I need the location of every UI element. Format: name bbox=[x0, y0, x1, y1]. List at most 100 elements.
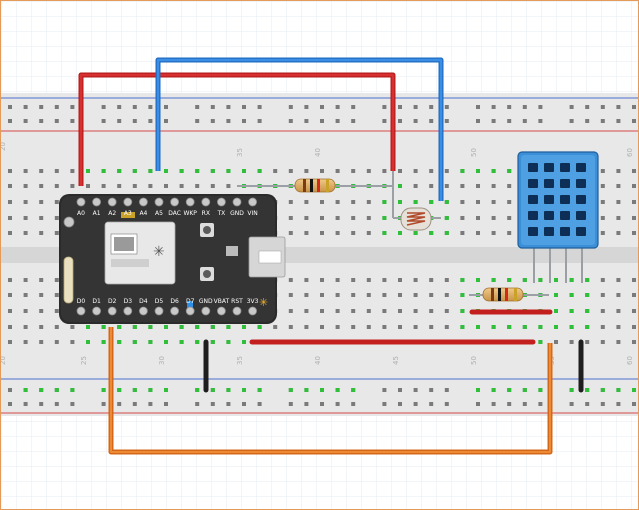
photon-pin-a1[interactable] bbox=[92, 197, 101, 207]
photon-pin-rx[interactable] bbox=[201, 197, 211, 207]
photon-pin-a3[interactable] bbox=[123, 197, 133, 207]
connected-hole bbox=[210, 388, 215, 392]
breadboard-hole bbox=[54, 231, 59, 235]
photon-pin-label: D4 bbox=[139, 298, 148, 305]
breadboard-hole bbox=[39, 231, 44, 235]
photon-pin-d6[interactable] bbox=[170, 306, 180, 316]
rail-hole bbox=[413, 119, 418, 123]
connected-hole bbox=[195, 388, 200, 392]
resistor-2[interactable] bbox=[482, 287, 524, 302]
rail-hole bbox=[23, 105, 28, 109]
dht11-sensor[interactable] bbox=[517, 151, 599, 283]
photon-pin-a4[interactable] bbox=[138, 197, 148, 207]
breadboard-hole bbox=[39, 309, 44, 313]
breadboard-hole bbox=[413, 184, 418, 188]
breadboard-hole bbox=[366, 231, 371, 235]
photon-pin-d4[interactable] bbox=[138, 306, 148, 316]
rail-hole bbox=[257, 402, 262, 406]
breadboard-hole bbox=[101, 184, 106, 188]
breadboard-hole bbox=[554, 340, 558, 344]
breadboard-hole bbox=[600, 216, 605, 220]
rail-hole bbox=[538, 105, 543, 109]
connected-hole bbox=[476, 388, 480, 392]
photon-pin-d2[interactable] bbox=[107, 306, 117, 316]
breadboard-hole bbox=[632, 325, 636, 329]
connected-hole bbox=[242, 169, 246, 173]
breadboard-hole bbox=[616, 325, 621, 329]
connected-hole bbox=[70, 388, 75, 392]
photon-pin-d5[interactable] bbox=[154, 306, 164, 316]
breadboard-hole bbox=[507, 200, 512, 204]
photoresistor[interactable] bbox=[400, 207, 432, 231]
resistor-1[interactable] bbox=[294, 178, 336, 193]
breadboard-hole bbox=[429, 169, 434, 173]
breadboard-hole bbox=[288, 231, 293, 235]
breadboard-hole bbox=[23, 340, 28, 344]
breadboard-hole bbox=[507, 231, 512, 235]
photon-pin-d0[interactable] bbox=[76, 306, 86, 316]
rail-hole bbox=[8, 402, 12, 406]
breadboard-hole bbox=[507, 216, 512, 220]
breadboard-hole bbox=[54, 169, 59, 173]
photon-pin-vin[interactable] bbox=[248, 197, 258, 207]
breadboard-hole bbox=[616, 309, 621, 313]
photon-pin-d7[interactable] bbox=[185, 306, 195, 316]
breadboard-hole bbox=[39, 184, 44, 188]
rail-hole bbox=[413, 402, 418, 406]
breadboard-hole bbox=[86, 184, 90, 188]
breadboard-hole bbox=[8, 216, 12, 220]
connected-hole bbox=[148, 325, 153, 329]
photon-pin-tx[interactable] bbox=[216, 197, 226, 207]
dht11-vent-slot bbox=[544, 211, 554, 220]
photon-pin-gnd[interactable] bbox=[201, 306, 211, 316]
photon-pin-dac[interactable] bbox=[170, 197, 180, 207]
photon-pin-d1[interactable] bbox=[92, 306, 101, 316]
photon-pin-a5[interactable] bbox=[154, 197, 164, 207]
rail-hole bbox=[335, 402, 340, 406]
rail-hole bbox=[210, 105, 215, 109]
rail-hole bbox=[210, 119, 215, 123]
breadboard-hole bbox=[632, 278, 636, 282]
connected-hole bbox=[226, 340, 231, 344]
connected-hole bbox=[210, 169, 215, 173]
photon-pin-vbat[interactable] bbox=[216, 306, 226, 316]
rail-hole bbox=[351, 119, 356, 123]
breadboard-hole bbox=[8, 340, 12, 344]
breadboard-hole bbox=[476, 216, 480, 220]
photon-pin-d3[interactable] bbox=[123, 306, 133, 316]
breadboard-hole bbox=[70, 169, 75, 173]
breadboard-hole bbox=[70, 340, 75, 344]
photon-pin-3v3[interactable] bbox=[248, 306, 258, 316]
breadboard-hole bbox=[632, 231, 636, 235]
photon-pin-wkp[interactable] bbox=[185, 197, 195, 207]
breadboard-hole bbox=[8, 200, 12, 204]
connected-hole bbox=[179, 325, 184, 329]
photon-ufl-connector bbox=[63, 216, 75, 228]
photon-pin-a2[interactable] bbox=[107, 197, 117, 207]
breadboard-hole bbox=[398, 309, 402, 313]
breadboard-hole bbox=[476, 231, 480, 235]
dht11-vent-slot bbox=[528, 211, 538, 220]
breadboard-hole bbox=[616, 184, 621, 188]
rail-hole bbox=[351, 105, 356, 109]
rail-hole bbox=[444, 105, 449, 109]
breadboard-hole bbox=[320, 169, 324, 173]
rail-hole bbox=[476, 402, 480, 406]
breadboard-hole bbox=[491, 200, 496, 204]
connected-hole bbox=[179, 340, 184, 344]
photon-pin-a0[interactable] bbox=[76, 197, 86, 207]
connected-hole bbox=[117, 325, 122, 329]
rail-hole bbox=[257, 119, 262, 123]
breadboard-hole bbox=[320, 309, 324, 313]
rail-hole bbox=[117, 105, 122, 109]
photon-pin-gnd[interactable] bbox=[232, 197, 242, 207]
breadboard-hole bbox=[335, 231, 340, 235]
connected-hole bbox=[195, 169, 200, 173]
photon-pin-rst[interactable] bbox=[232, 306, 242, 316]
breadboard-hole bbox=[70, 184, 75, 188]
breadboard-hole bbox=[335, 309, 340, 313]
breadboard-hole bbox=[351, 278, 356, 282]
breadboard-hole bbox=[351, 309, 356, 313]
breadboard-hole bbox=[335, 216, 340, 220]
